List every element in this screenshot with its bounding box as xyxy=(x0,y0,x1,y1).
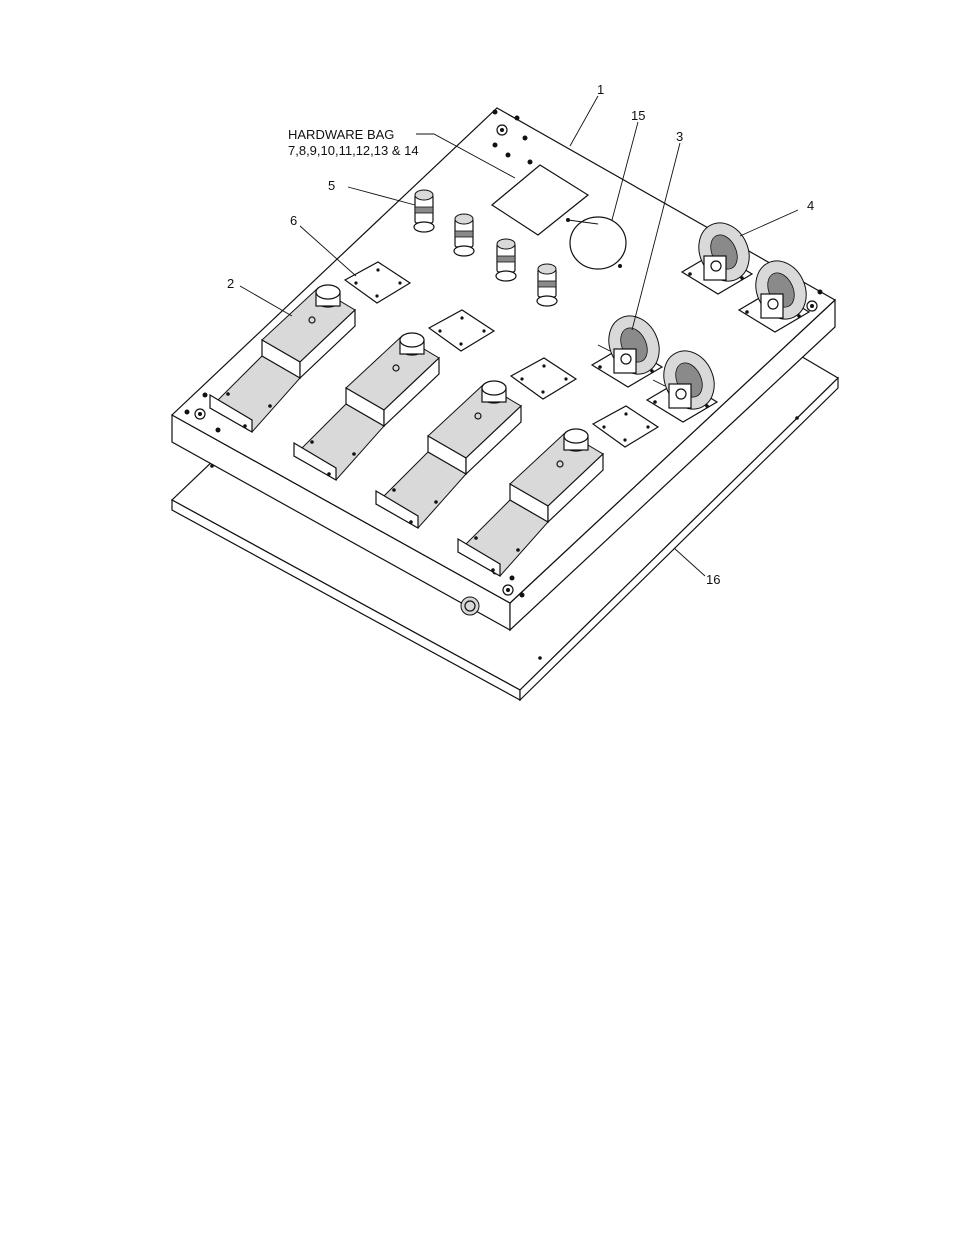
hardware-bag-items-label: 7,8,9,10,11,12,13 & 14 xyxy=(288,143,419,158)
callout-16: 16 xyxy=(706,572,720,587)
callout-3: 3 xyxy=(676,129,683,144)
callout-5: 5 xyxy=(328,178,335,193)
callout-15: 15 xyxy=(631,108,645,123)
callout-4: 4 xyxy=(807,198,814,213)
hardware-bag-label: HARDWARE BAG xyxy=(288,127,394,142)
callout-1: 1 xyxy=(597,82,604,97)
callout-2: 2 xyxy=(227,276,234,291)
callout-6: 6 xyxy=(290,213,297,228)
